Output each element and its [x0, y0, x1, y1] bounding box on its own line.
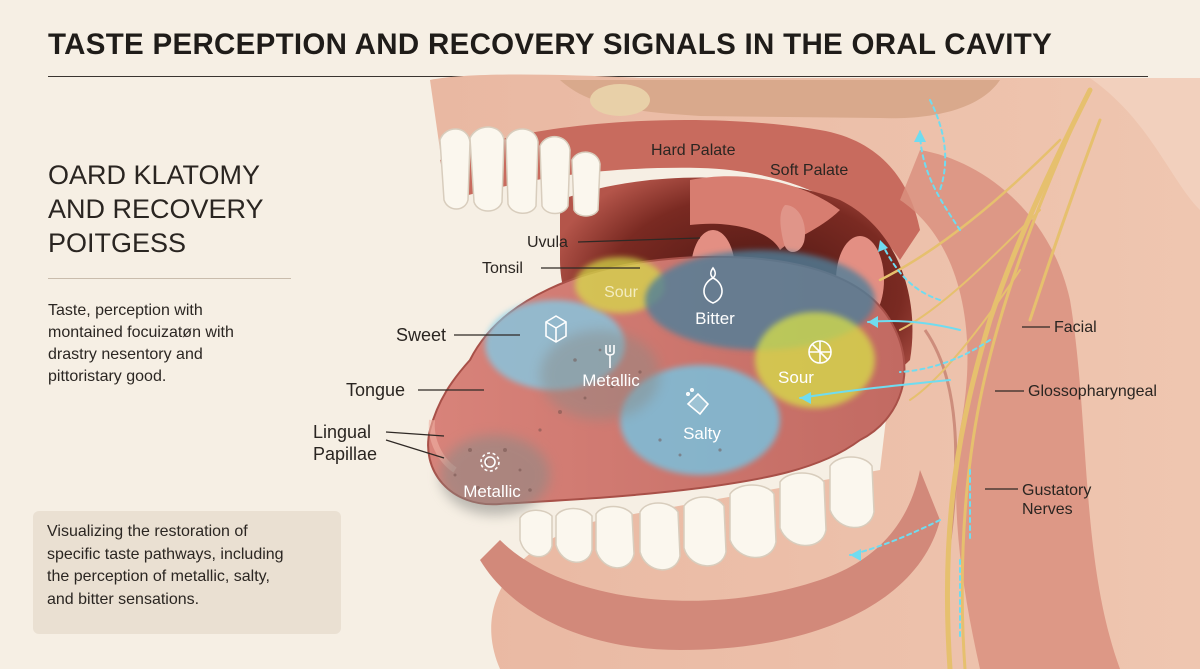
neck-skin — [1090, 78, 1200, 210]
description-line: drastry nesentory and — [48, 346, 203, 363]
section-heading-line: OARD KLATOMY — [48, 160, 261, 190]
sour-zone-back — [575, 257, 665, 313]
sour-zone-side — [755, 312, 875, 408]
cube-icon — [545, 315, 567, 343]
zone-label-sour-back: Sour — [604, 284, 638, 301]
gourd-icon — [703, 266, 723, 304]
label-tonsil: Tonsil — [482, 260, 523, 277]
note-line: the perception of metallic, salty, — [47, 568, 270, 585]
nasal-cavity — [560, 80, 1000, 119]
note-line: Visualizing the restoration of — [47, 523, 248, 540]
description-line: Taste, perception with — [48, 302, 203, 319]
citrus-slice-icon — [808, 340, 832, 364]
zone-label-bitter: Bitter — [695, 309, 735, 328]
label-gustatory-nerves-line: Gustatory — [1022, 482, 1091, 499]
salt-shaker-icon — [685, 387, 710, 416]
label-lingual-papillae-line: Lingual — [313, 422, 371, 442]
note-line: and bitter sensations. — [47, 590, 200, 608]
zone-label-metallic-mid: Metallic — [582, 371, 640, 390]
signal-arrowheads — [800, 130, 926, 561]
label-tongue: Tongue — [346, 380, 405, 400]
uvula — [780, 205, 806, 253]
section-heading-line: POITGESS — [48, 228, 187, 258]
gear-icon — [480, 452, 500, 472]
taste-zones — [440, 250, 875, 515]
lower-teeth — [519, 456, 875, 571]
label-lingual-papillae: Lingual Papillae — [313, 422, 377, 464]
salty-zone — [620, 365, 780, 475]
recovery-signal-arrows — [799, 99, 991, 641]
label-facial: Facial — [1054, 319, 1097, 336]
nerve-bundle — [878, 87, 1102, 669]
label-uvula: Uvula — [527, 234, 568, 251]
fork-icon — [605, 345, 615, 368]
summary-note-box: Visualizing the restoration of specific … — [33, 511, 341, 634]
label-gustatory-nerves-line: Nerves — [1022, 501, 1073, 518]
section-heading: OARD KLATOMY AND RECOVERY POITGESS — [48, 158, 318, 260]
lingual-papillae-dots — [453, 348, 722, 497]
section-heading-line: AND RECOVERY — [48, 194, 264, 224]
zone-label-sour-side: Sour — [778, 368, 814, 387]
pharynx-muscle — [900, 150, 1120, 669]
description-text: Taste, perception with montained focuiza… — [48, 300, 328, 388]
metallic-zone-mid — [540, 330, 660, 420]
label-sweet: Sweet — [396, 325, 446, 345]
description-line: pittoristary good. — [48, 368, 167, 385]
callout-lines — [385, 237, 1050, 490]
zone-label-salty: Salty — [683, 424, 721, 443]
label-hard-palate: Hard Palate — [651, 142, 736, 159]
zone-label-metallic-tip: Metallic — [463, 482, 521, 501]
upper-teeth — [439, 126, 601, 217]
label-glossopharyngeal: Glossopharyngeal — [1028, 383, 1157, 400]
lower-lip — [480, 470, 940, 650]
page-title: TASTE PERCEPTION AND RECOVERY SIGNALS IN… — [48, 28, 1053, 61]
section-divider — [48, 278, 291, 279]
metallic-zone-tip — [440, 435, 550, 515]
label-soft-palate: Soft Palate — [770, 162, 848, 179]
label-gustatory-nerves: Gustatory Nerves — [1022, 482, 1096, 518]
bone-section — [590, 84, 650, 116]
description-line: montained focuizatøn with — [48, 324, 234, 341]
label-lingual-papillae-line: Papillae — [313, 444, 377, 464]
note-line: specific taste pathways, including — [47, 545, 284, 563]
